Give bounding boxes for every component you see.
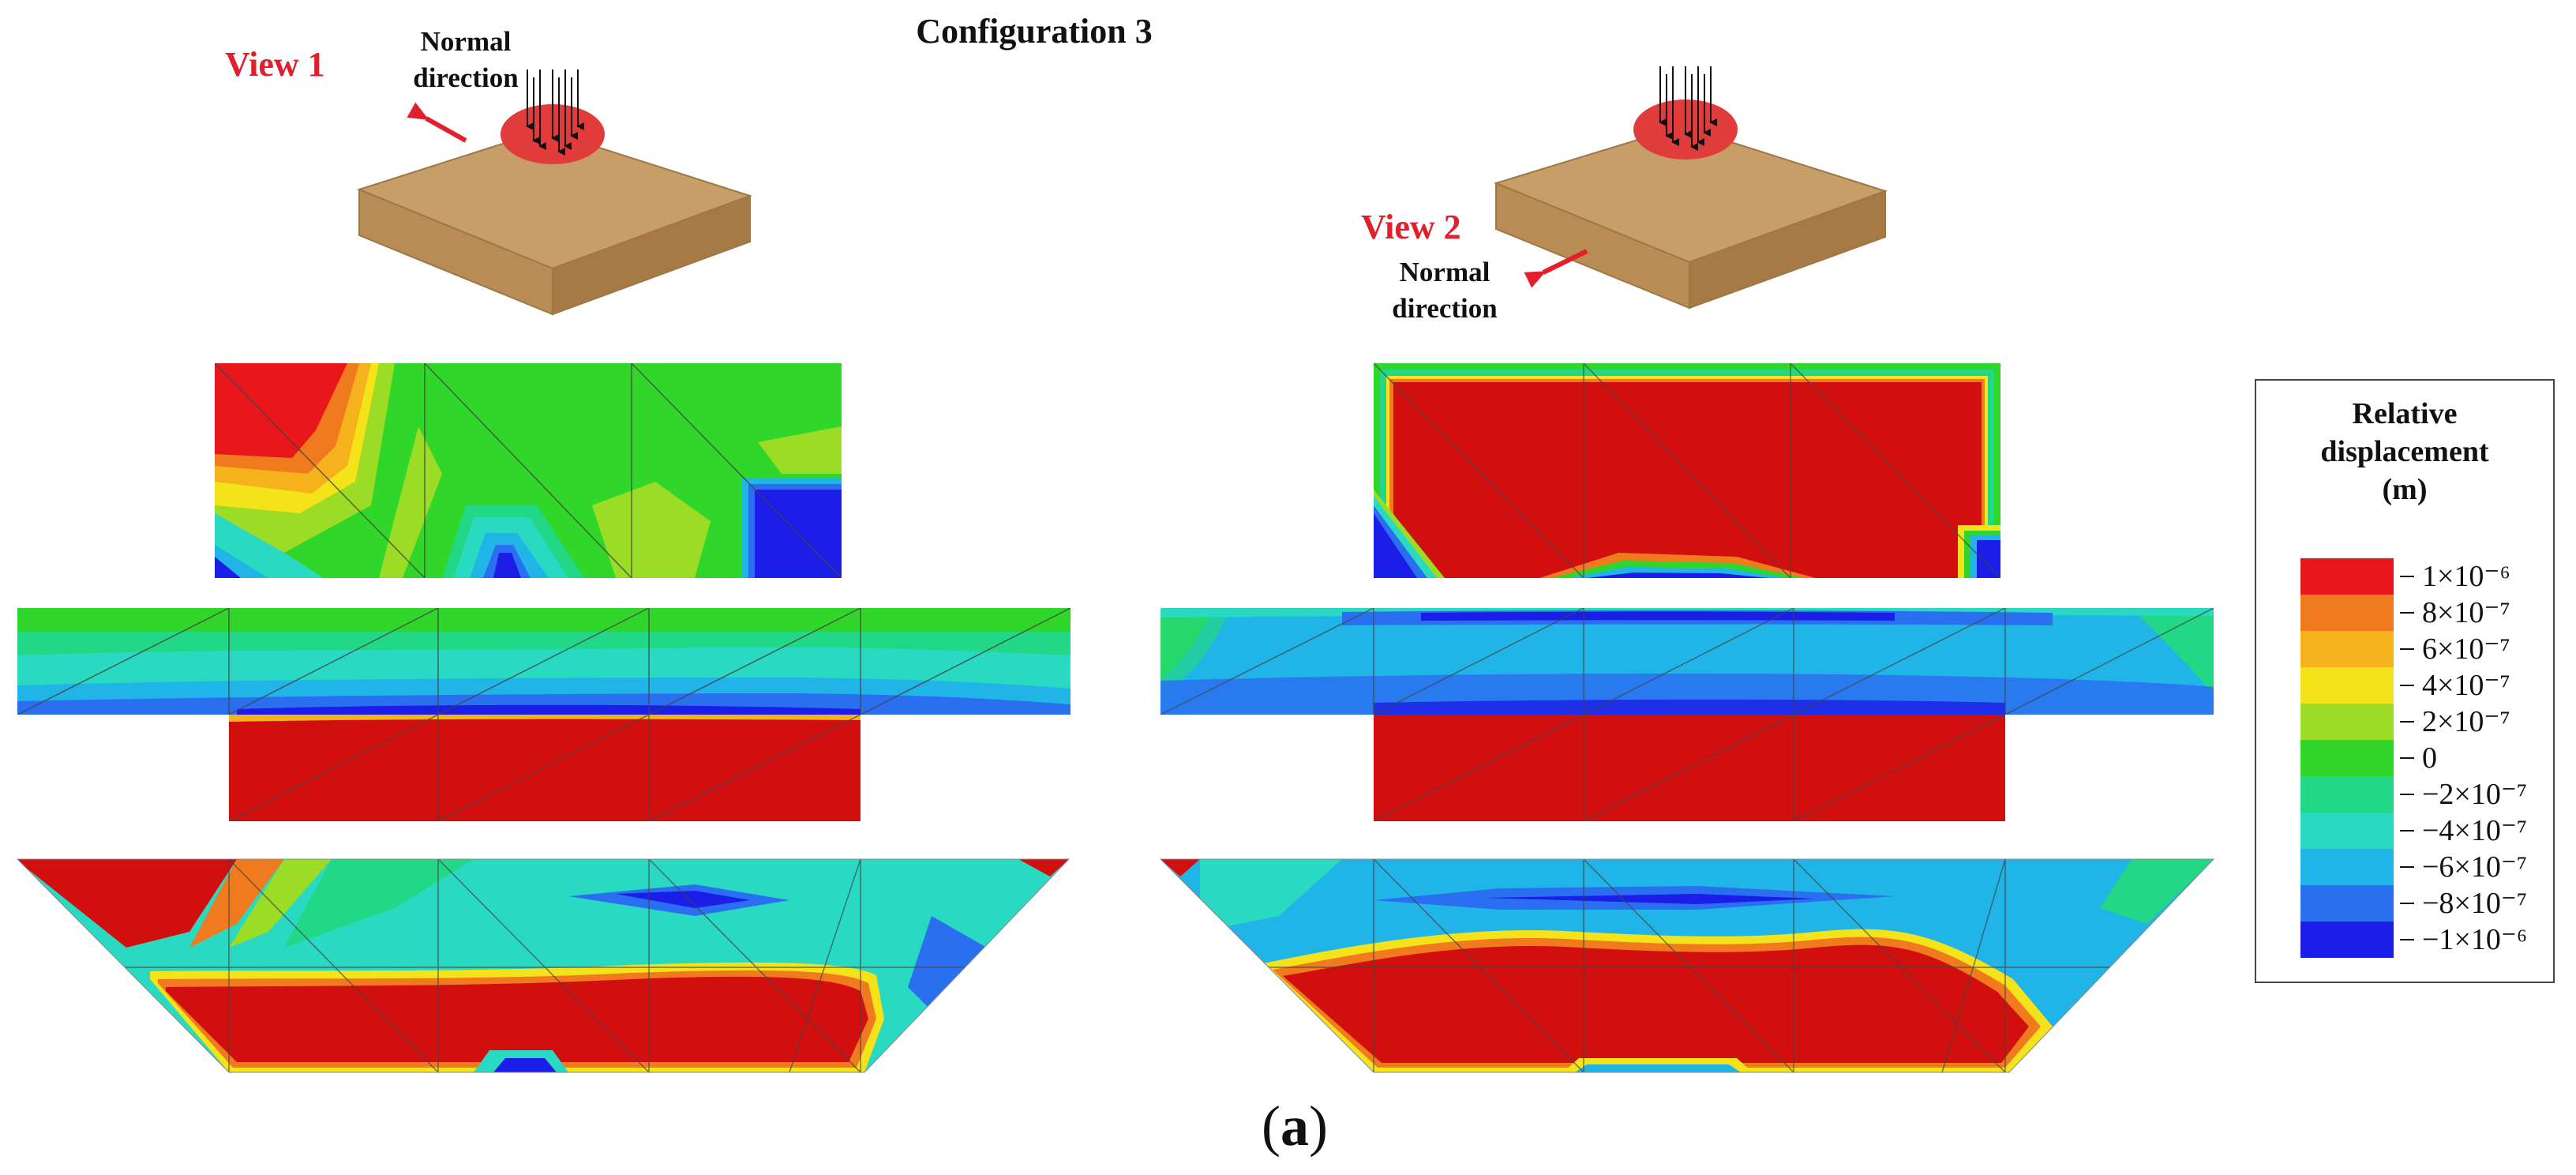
legend-tick [2400,648,2414,650]
view-2-direction-label: Normal direction [1374,254,1516,327]
legend-tick [2400,830,2414,832]
legend-swatch [2300,667,2394,704]
figure-title: Configuration 3 [916,12,1153,51]
legend-swatch [2300,922,2394,958]
slab-2-load-arrows [1659,66,1717,151]
slab-1-load-arrows [526,69,584,156]
view-1-direction-line1: Normal [420,26,512,57]
legend-title-line1: Relative [2352,397,2458,430]
view-2-label: View 2 [1361,208,1461,246]
legend-title: Relative displacement (m) [2256,395,2553,509]
legend-tick [2400,576,2414,577]
contour-panel-view2-top [1374,363,2000,578]
contour-panel-view2-trapezoid [1161,859,2214,1072]
legend-tick-label: 2×10⁻⁷ [2422,705,2510,738]
contour-panel-view1-middle [17,608,1071,715]
caption-letter: a [1281,1094,1309,1158]
legend-tick-label: −2×10⁻⁷ [2422,778,2528,811]
legend-title-line3: (m) [2382,473,2428,506]
legend-tick-label: −8×10⁻⁷ [2422,887,2528,920]
view-1-label: View 1 [225,45,325,84]
legend-swatch [2300,740,2394,776]
legend-swatch [2300,813,2394,849]
view-2-direction-line2: direction [1392,293,1498,324]
legend-color-bar [2300,558,2394,959]
legend-tick [2400,866,2414,868]
legend-tick [2400,757,2414,759]
contour-panel-view1-lower-block [229,715,861,821]
slab-1-right-face [552,194,751,316]
legend-swatch [2300,849,2394,885]
legend-swatch [2300,885,2394,922]
legend-tick [2400,939,2414,940]
figure-caption: (a) [1262,1094,1328,1158]
view-1-normal-arrow [407,102,467,143]
view-2-direction-line1: Normal [1399,257,1490,287]
legend-tick [2400,612,2414,614]
legend-tick-label: 4×10⁻⁷ [2422,669,2510,702]
legend-tick [2400,721,2414,723]
view-1-direction-label: Normal direction [395,24,537,96]
legend-swatch [2300,558,2394,595]
view-2-normal-arrow [1524,249,1588,288]
contour-panel-view1-trapezoid [17,859,1069,1072]
legend-swatch [2300,776,2394,813]
contour-panel-view2-lower-block [1374,715,2005,821]
legend-tick-label: −1×10⁻⁶ [2422,923,2528,956]
contour-panel-view2-middle [1161,608,2214,715]
legend-tick-label: −4×10⁻⁷ [2422,814,2528,847]
slab-view-1 [357,69,753,316]
contour-panel-view1-top [215,363,842,578]
legend-swatch [2300,704,2394,740]
legend-tick-label: 6×10⁻⁷ [2422,633,2510,666]
legend-tick-label: −6×10⁻⁷ [2422,850,2528,884]
legend-swatch [2300,631,2394,667]
view-1-direction-line2: direction [413,62,519,93]
legend-tick-label: 1×10⁻⁶ [2422,560,2510,593]
legend-tick-label: 8×10⁻⁷ [2422,596,2510,629]
legend-tick [2400,685,2414,686]
legend-tick-label: 0 [2422,741,2437,775]
legend-tick [2400,794,2414,795]
slab-view-2 [1494,66,1888,310]
slab-2-right-face [1689,190,1886,310]
legend-swatch [2300,595,2394,631]
legend-title-line2: displacement [2320,435,2489,468]
legend-tick [2400,903,2414,904]
